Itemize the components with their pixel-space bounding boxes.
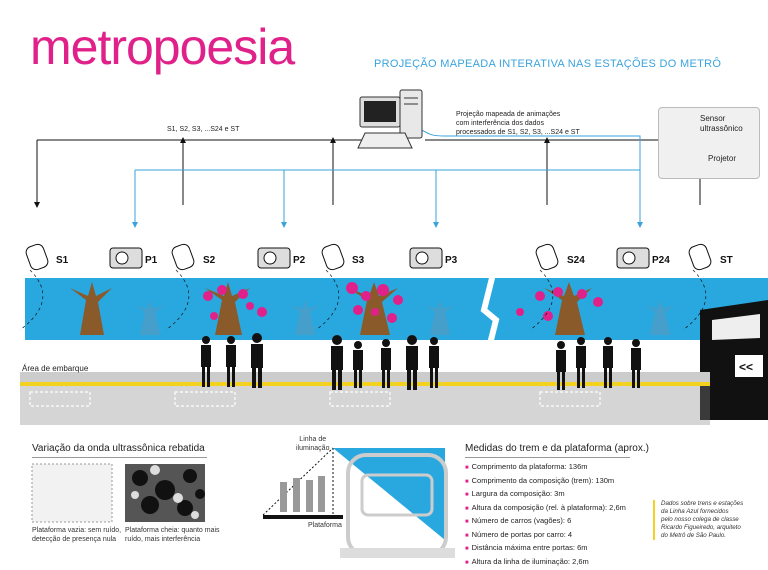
note-line: pelo nosso colega de classe: [661, 516, 739, 524]
wave-empty-caption: Plataforma vazia: sem ruído, detecção de…: [32, 527, 122, 545]
node-p1: P1: [145, 255, 158, 266]
boarding-area-label: Área de embarque: [22, 364, 89, 373]
legend-sensor-line: Sensor: [700, 114, 726, 123]
node-p3: P3: [445, 255, 458, 266]
measure-item: Número de carros (vagões): 6: [465, 515, 626, 529]
caption-line: Plataforma cheia: quanto mais: [125, 527, 220, 534]
measure-item: Altura da linha de iluminação: 2,6m: [465, 556, 626, 570]
projector-icon: [409, 247, 443, 269]
source-note: Dados sobre trens e estações da Linha Az…: [653, 500, 761, 541]
sensor-bus: [34, 137, 703, 208]
note-line: Ricardo Figueiredo, arquiteto: [661, 524, 741, 532]
note-line: do Metrô de São Paulo.: [661, 532, 727, 540]
divider: [32, 457, 207, 458]
page-title: metropoesia: [30, 19, 295, 75]
projection-desc-line: com interferência dos dados: [456, 120, 544, 127]
svg-text:<<: <<: [739, 360, 753, 374]
train: <<: [700, 300, 768, 420]
divider: [465, 457, 630, 458]
legend: [658, 107, 760, 179]
hearts: [203, 282, 603, 323]
projector-icon: [109, 247, 143, 269]
lighting-line-label: Linha de iluminação: [296, 436, 329, 454]
projector-icon: [257, 247, 291, 269]
caption-line: detecção de presença nula: [32, 535, 117, 543]
node-s1: S1: [56, 255, 69, 266]
node-p2: P2: [293, 255, 306, 266]
computer-icon: [357, 89, 423, 149]
people-silhouettes: [201, 333, 641, 390]
sensor-data-label: S1, S2, S3, ...S24 e ST: [167, 126, 240, 133]
legend-projector-label: Projetor: [708, 154, 737, 163]
caption-line: Plataforma vazia: sem ruído,: [32, 527, 122, 534]
measure-item: Altura da composição (rel. à plataforma)…: [465, 502, 626, 516]
projection-desc-line: Projeção mapeada de animações: [456, 111, 561, 118]
note-line: Dados sobre trens e estações: [661, 500, 744, 507]
node-st: ST: [720, 255, 733, 266]
projection-description: Projeção mapeada de animações com interf…: [456, 110, 580, 137]
page-subtitle: PROJEÇÃO MAPEADA INTERATIVA NAS ESTAÇÕES…: [374, 58, 722, 70]
sensor-icon: [535, 243, 559, 271]
sensor-icon: [25, 243, 49, 271]
cross-section: [262, 447, 455, 558]
measure-item: Comprimento da plataforma: 136m: [465, 461, 626, 475]
lighting-label-line: Linha de: [299, 436, 327, 443]
note-line: da Linha Azul fornecidos: [661, 508, 729, 516]
measures-list: Comprimento da plataforma: 136m Comprime…: [465, 461, 626, 569]
measure-item: Número de portas por carro: 4: [465, 529, 626, 543]
projector-icon: [616, 247, 650, 269]
sensor-icon: [688, 243, 712, 271]
measures-title: Medidas do trem e da plataforma (aprox.): [465, 443, 649, 454]
tree-1: [70, 282, 112, 335]
node-s2: S2: [203, 255, 216, 266]
node-s24: S24: [567, 255, 585, 266]
lighting-label-line: iluminação: [296, 444, 330, 452]
caption-line: ruído, mais interferência: [125, 535, 201, 543]
legend-sensor-line: ultrassônico: [700, 124, 743, 133]
wave-empty-panel: [31, 463, 113, 523]
legend-sensor-label: Sensor ultrassônico: [700, 114, 743, 134]
node-p24: P24: [652, 255, 670, 266]
measure-item: Comprimento da composição (trem): 130m: [465, 475, 626, 489]
wave-section-title: Variação da onda ultrassônica rebatida: [32, 443, 205, 454]
projection-desc-line: processados de S1, S2, S3, ...S24 e ST: [456, 129, 580, 136]
wave-full-caption: Plataforma cheia: quanto mais ruído, mai…: [125, 527, 220, 545]
measure-item: Largura da composição: 3m: [465, 488, 626, 502]
platform-label: Plataforma: [308, 522, 342, 529]
sensor-icon: [321, 243, 345, 271]
sensor-icon: [171, 243, 195, 271]
measure-item: Distância máxima entre portas: 6m: [465, 542, 626, 556]
node-s3: S3: [352, 255, 365, 266]
